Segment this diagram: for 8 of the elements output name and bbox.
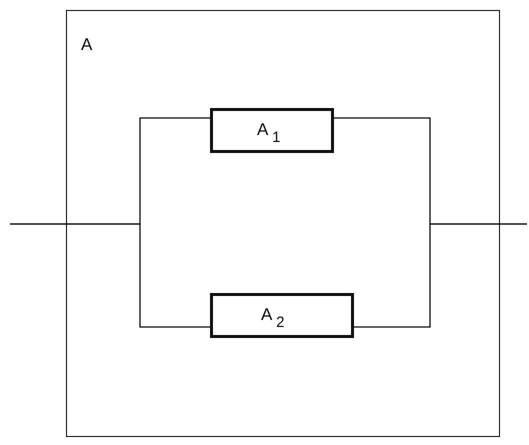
component-label: A $_{2}$	[261, 305, 284, 331]
component-box	[210, 293, 354, 338]
connector-line	[354, 223, 527, 328]
component-box	[210, 108, 334, 153]
system-label: A	[81, 35, 92, 55]
component-label: A $_{1}$	[257, 120, 280, 146]
outer-system-box	[66, 10, 500, 437]
connector-line	[10, 223, 210, 328]
